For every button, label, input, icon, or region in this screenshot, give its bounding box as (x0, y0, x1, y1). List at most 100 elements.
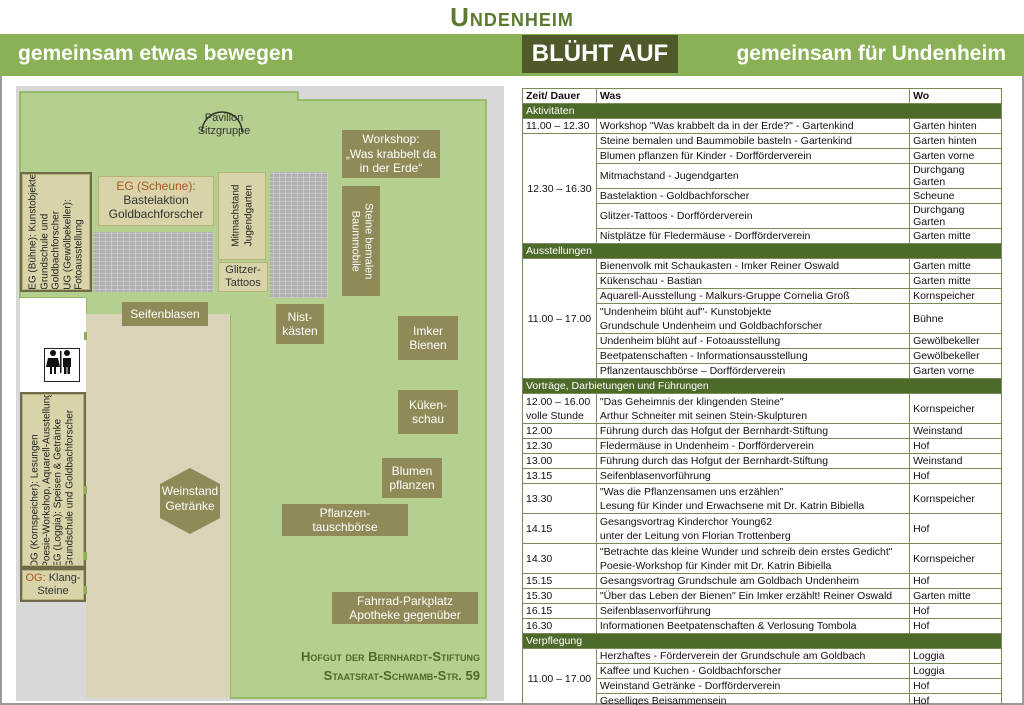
cell-wo: Hof (909, 603, 1002, 619)
workshop-line: in der Erde“ (359, 161, 423, 176)
table-row: 16.15 Seifenblasenvorführung Hof (522, 603, 1002, 619)
table-row: Blumen pflanzen für Kinder - Dorfförderv… (523, 148, 1002, 164)
klang-line: Steine (37, 585, 69, 597)
cell-wo: Kornspeicher (909, 483, 1002, 514)
pflanzen-line: Pflanzen- (319, 505, 371, 520)
cell-was: Führung durch das Hofgut der Bernhardt-S… (595, 423, 911, 439)
hofgut-name: Hofgut der Bernhardt-Stiftung (301, 649, 480, 664)
pavillon-arc (201, 111, 243, 133)
tagline-right: gemeinsam für Undenheim (736, 42, 1006, 65)
cell-zeit: 15.15 (522, 573, 597, 589)
section-aktivitaeten: Aktivitäten (522, 103, 1002, 119)
kornspeicher-line: Grundschule und Goldbachforscher (64, 409, 76, 566)
blumen-line: Blumen (391, 463, 433, 478)
cell-zeit: 12.30 (522, 438, 597, 454)
cell-zeit: 13.00 (522, 453, 597, 469)
table-row: 13.00 Führung durch das Hofgut der Bernh… (522, 453, 1002, 469)
toilet-icon (44, 348, 80, 382)
buehne-prefix: UG (Gewölbekeller): (61, 199, 73, 290)
bluht-auf-badge: BLÜHT AUF (522, 35, 678, 73)
cell-was: Pflanzentauschbörse – Dorfförderverein (595, 363, 911, 379)
section-label: Vorträge, Darbietungen und Führungen (522, 378, 1002, 394)
courtyard-path (86, 314, 230, 698)
cell-was: Gesangsvortrag Grundschule am Goldbach U… (595, 573, 911, 589)
cell-zeit: 12.30 – 16.30 (522, 133, 597, 244)
cell-wo: Kornspeicher (909, 288, 1002, 304)
cell-zeit: 14.15 (522, 513, 597, 544)
site-map: Pavillon Sitzgruppe Workshop: „Was krabb… (16, 86, 504, 701)
cell-line: Lesung für Kinder und Erwachsene mit Dr.… (599, 499, 865, 512)
kornspeicher-rest: Speisen & Getränke (53, 418, 64, 512)
pflanzen-line: tauschbörse (312, 520, 378, 534)
cell-was: Bastelaktion - Goldbachforscher (595, 188, 911, 204)
cell-wo: Weinstand (909, 453, 1002, 469)
cell-wo: Gewölbekeller (909, 348, 1002, 364)
table-row: Undenheim blüht auf - Fotoausstellung Ge… (523, 333, 1002, 349)
seifenblasen-label: Seifenblasen (122, 302, 208, 326)
stone-patch-2 (270, 172, 328, 298)
cell-wo: Hof (909, 573, 1002, 589)
fahrrad-label: Fahrrad-Parkplatz Apotheke gegenüber (332, 592, 478, 624)
cell-was: "Was die Pflanzensamen uns erzählen"Lesu… (595, 483, 911, 514)
table-row: 12.00 Führung durch das Hofgut der Bernh… (522, 423, 1002, 439)
scheune-line: EG (Scheune): (116, 179, 196, 194)
kornspeicher-label: OG (Kornspeicher): Lesungen Poesie-Works… (22, 394, 84, 566)
cell-was: Undenheim blüht auf - Fotoausstellung (595, 333, 911, 349)
col-zeit: Zeit/ Dauer (522, 88, 597, 104)
buehne-line: Grundschule und (38, 213, 50, 290)
cell-was: Glitzer-Tattoos - Dorfförderverein (595, 203, 911, 229)
workshop-label: Workshop: „Was krabbelt da in der Erde“ (342, 130, 440, 178)
cell-was: Weinstand Getränke - Dorfförderverein (595, 678, 911, 694)
table-row: 13.15 Seifenblasenvorführung Hof (522, 468, 1002, 484)
weinstand-label: Weinstand Getränke (156, 484, 224, 514)
col-was: Was (595, 88, 911, 104)
fahrrad-line: Fahrrad-Parkplatz (356, 593, 454, 608)
steine-line: Baummobile (349, 210, 362, 272)
cell-wo: Loggia (909, 663, 1002, 679)
page-title: Undenheim (450, 2, 574, 32)
kueken-label: Küken- schau (398, 390, 458, 434)
table-row: 11.00 – 12.30 Workshop "Was krabbelt da … (522, 118, 1002, 134)
table-row: 12.30 – 16.30 Steine bemalen und Baummob… (522, 133, 1002, 244)
cell-was: Fledermäuse in Undenheim - Dorfförderver… (595, 438, 911, 454)
pavillon-line: Pavillon (204, 112, 244, 124)
table-row: 15.15 Gesangsvortrag Grundschule am Gold… (522, 573, 1002, 589)
hofgut-street: Staatsrat-Schwamb-Str. 59 (323, 667, 480, 683)
col-wo: Wo (909, 88, 1002, 104)
cell-line: "Das Geheimnis der klingenden Steine" (599, 395, 784, 408)
imker-label: Imker Bienen (398, 316, 458, 360)
cell-wo: Scheune (909, 188, 1002, 204)
cell-wo: Hof (909, 513, 1002, 544)
buehne-prefix: EG (Bühne): (27, 234, 39, 290)
nistkaesten-label: Nist- kästen (276, 304, 324, 344)
cell-was: Kükenschau - Bastian (595, 273, 911, 289)
schedule-table: Zeit/ Dauer Was Wo Aktivitäten 11.00 – 1… (522, 88, 1002, 705)
klang-prefix: OG: (25, 572, 46, 585)
cell-was: "Betrachte das kleine Wunder und schreib… (595, 543, 911, 574)
nist-line: kästen (282, 324, 318, 338)
scheune-label: EG (Scheune): Bastelaktion Goldbachforsc… (98, 176, 214, 226)
hofgut-address: Hofgut der Bernhardt-Stiftung Staatsrat-… (240, 648, 480, 686)
cell-wo: Hof (909, 468, 1002, 484)
cell-zeit: 12.00 (522, 423, 597, 439)
cell-wo: Durchgang Garten (909, 203, 1002, 229)
cell-line: Gesangsvortrag Kinderchor Young62 (599, 515, 773, 528)
cell-wo: Hof (909, 678, 1002, 694)
steine-label: Steine bemalen Baummobile (342, 186, 380, 296)
imker-line: Imker (413, 323, 443, 338)
table-row: Weinstand Getränke - Dorfförderverein Ho… (523, 678, 1002, 694)
cell-was: Mitmachstand - Jugendgarten (595, 163, 911, 189)
kornspeicher-prefix: EG (Loggia): (53, 511, 64, 566)
cell-was: Seifenblasenvorführung (595, 468, 911, 484)
cell-wo: Kornspeicher (909, 393, 1002, 424)
weinstand-line: Getränke (165, 499, 215, 513)
cell-line: Poesie-Workshop für Kinder mit Dr. Katri… (599, 559, 832, 572)
cell-zeit: 16.15 (522, 603, 597, 619)
fahrrad-line: Apotheke gegenüber (349, 608, 461, 622)
cell-was: Steine bemalen und Baummobile basteln - … (595, 133, 911, 149)
cell-wo: Gewölbekeller (909, 333, 1002, 349)
